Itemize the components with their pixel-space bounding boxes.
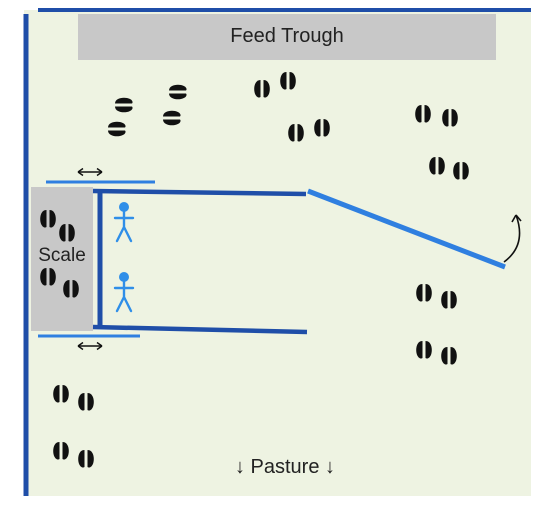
alley-bottom-fence xyxy=(92,324,308,335)
curved-arrow-icon xyxy=(503,214,522,263)
feed-trough xyxy=(78,14,496,60)
scale-platform xyxy=(31,187,93,331)
scale-label: Scale xyxy=(38,245,86,266)
alley-top-fence xyxy=(92,188,307,197)
pasture-label: ↓ Pasture ↓ xyxy=(235,456,335,478)
pen-ground xyxy=(24,10,531,496)
feed-trough-label: Feed Trough xyxy=(230,25,343,47)
swing-gate xyxy=(307,188,506,270)
